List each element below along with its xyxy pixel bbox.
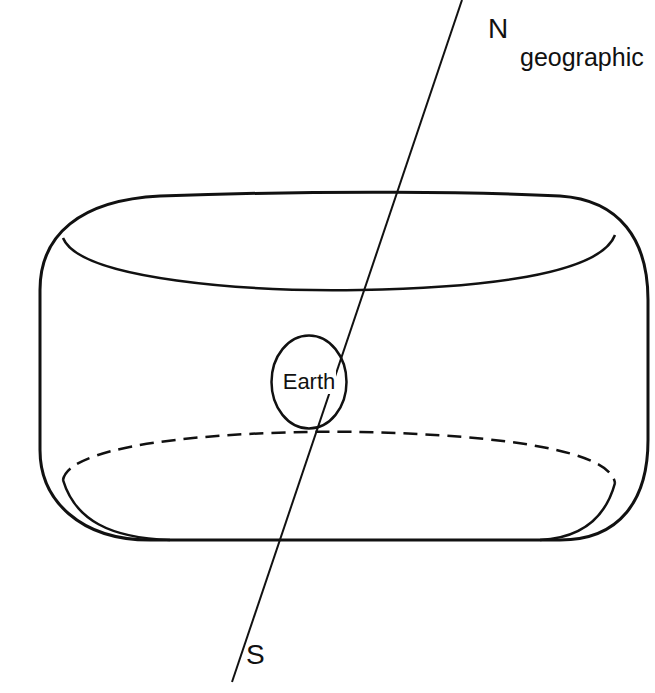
earth-circle: Earth: [270, 334, 348, 430]
torus-bottom-right-edge: [540, 483, 615, 540]
axis-caption: geographic: [520, 44, 644, 72]
pole-label: N: [488, 14, 508, 45]
torus-top-opening: [63, 235, 615, 290]
torus-bottom-hidden-edge: [63, 432, 615, 483]
torus-outline: [40, 192, 648, 540]
torus-bottom-left-edge: [63, 480, 170, 540]
geographic-axis: [232, 0, 462, 682]
node-label: Earth: [282, 370, 337, 394]
pole-label: S: [246, 640, 265, 671]
